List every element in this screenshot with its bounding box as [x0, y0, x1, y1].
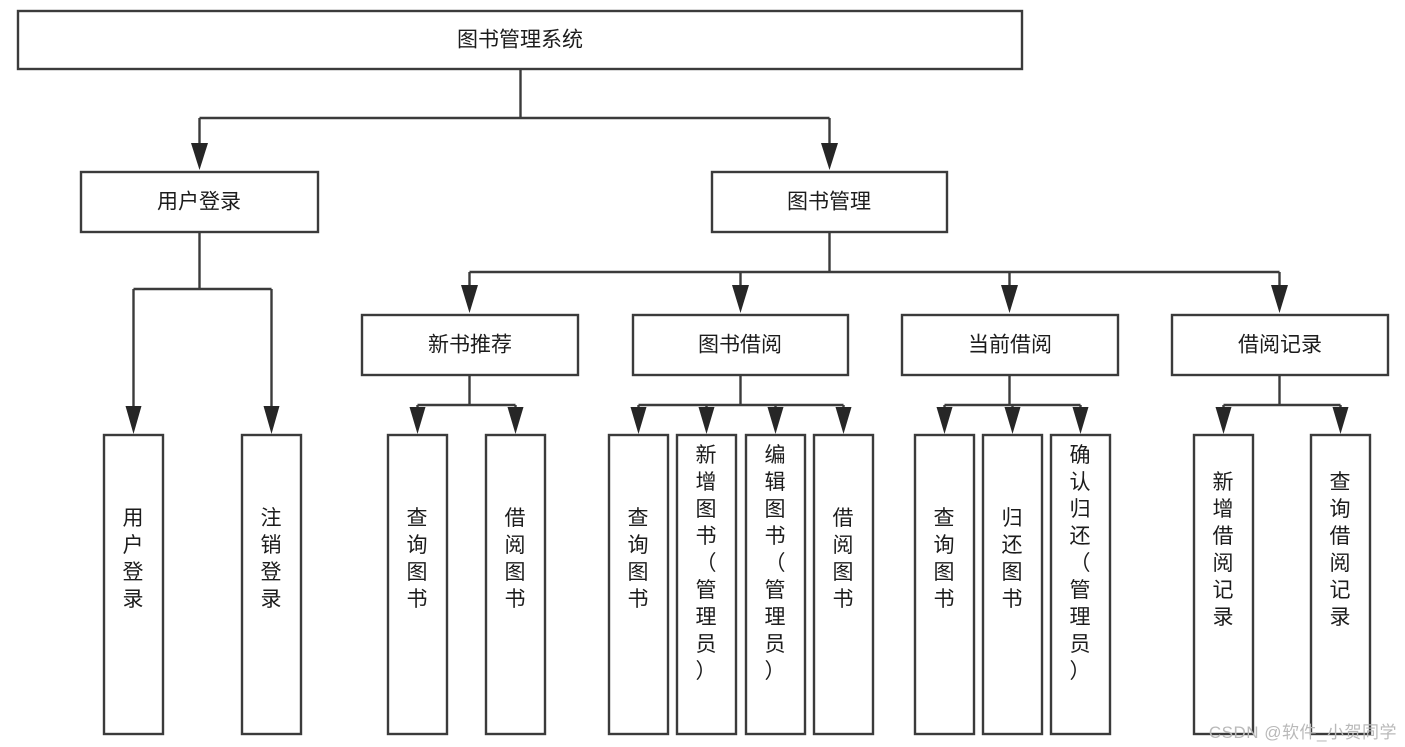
arrow-head-leaf-borrow-book-1 [507, 407, 524, 434]
node-leaf-borrow-book-2-box[interactable] [812, 433, 875, 736]
arrow-head-leaf-query-book-3 [936, 407, 953, 434]
arrow-head-leaf-user-login [125, 406, 142, 434]
node-borrow-record[interactable]: 借阅记录 [1170, 313, 1390, 377]
node-leaf-logout-login[interactable]: 注销登录 [240, 433, 303, 736]
node-leaf-query-record-box[interactable] [1309, 433, 1372, 736]
node-leaf-query-book-2[interactable]: 查询图书 [607, 433, 670, 736]
arrow-head-user-login [191, 143, 208, 170]
node-leaf-confirm-return-box[interactable] [1049, 433, 1112, 736]
node-leaf-add-book-box[interactable] [675, 433, 738, 736]
node-leaf-edit-book[interactable]: 编辑图书（管理员） [744, 433, 807, 736]
node-leaf-borrow-book-2-label: 借阅图书 [833, 507, 854, 611]
node-leaf-borrow-book-1-label: 借阅图书 [505, 507, 526, 611]
node-leaf-logout-login-box[interactable] [240, 433, 303, 736]
arrow-head-book-management [821, 143, 838, 170]
node-leaf-edit-book-box[interactable] [744, 433, 807, 736]
node-book-management-box[interactable] [710, 170, 949, 234]
node-leaf-borrow-book-1[interactable]: 借阅图书 [484, 433, 547, 736]
node-current-borrow-label: 当前借阅 [968, 334, 1052, 357]
node-leaf-user-login[interactable]: 用户登录 [102, 433, 165, 736]
node-user-login-box[interactable] [79, 170, 320, 234]
node-user-login[interactable]: 用户登录 [79, 170, 320, 234]
arrow-head-leaf-borrow-book-2 [835, 407, 852, 434]
arrow-head-borrow-record [1271, 285, 1288, 313]
node-leaf-logout-login-label: 注销登录 [261, 507, 282, 611]
node-root-label: 图书管理系统 [457, 29, 583, 52]
node-leaf-query-book-2-label: 查询图书 [628, 507, 649, 611]
arrow-head-leaf-query-record [1332, 407, 1349, 434]
node-new-book-recommend-label: 新书推荐 [428, 334, 512, 357]
node-book-management[interactable]: 图书管理 [710, 170, 949, 234]
node-user-login-label: 用户登录 [157, 191, 241, 214]
node-leaf-confirm-return[interactable]: 确认归还（管理员） [1049, 433, 1112, 736]
node-leaf-query-book-1-label: 查询图书 [407, 507, 428, 611]
node-leaf-user-login-label: 用户登录 [123, 507, 144, 611]
node-leaf-query-book-3[interactable]: 查询图书 [913, 433, 976, 736]
node-current-borrow[interactable]: 当前借阅 [900, 313, 1120, 377]
node-leaf-add-record-box[interactable] [1192, 433, 1255, 736]
node-current-borrow-box[interactable] [900, 313, 1120, 377]
node-borrow-record-label: 借阅记录 [1238, 334, 1322, 357]
node-leaf-user-login-box[interactable] [102, 433, 165, 736]
arrow-head-leaf-query-book-1 [409, 407, 426, 434]
node-root[interactable]: 图书管理系统 [16, 9, 1024, 71]
node-leaf-query-record-label: 查询借阅记录 [1330, 471, 1351, 629]
node-leaf-query-record[interactable]: 查询借阅记录 [1309, 433, 1372, 736]
node-leaf-add-book-label: 新增图书（管理员） [696, 444, 717, 683]
node-book-borrow-box[interactable] [631, 313, 850, 377]
node-leaf-query-book-3-box[interactable] [913, 433, 976, 736]
node-new-book-recommend[interactable]: 新书推荐 [360, 313, 580, 377]
node-root-box[interactable] [16, 9, 1024, 71]
node-book-borrow[interactable]: 图书借阅 [631, 313, 850, 377]
arrow-head-leaf-logout-login [263, 406, 280, 434]
node-leaf-query-book-1-box[interactable] [386, 433, 449, 736]
node-leaf-confirm-return-label: 确认归还（管理员） [1070, 444, 1091, 683]
node-new-book-recommend-box[interactable] [360, 313, 580, 377]
arrow-head-leaf-query-book-2 [630, 407, 647, 434]
node-book-borrow-label: 图书借阅 [698, 334, 782, 357]
node-leaf-add-record[interactable]: 新增借阅记录 [1192, 433, 1255, 736]
arrow-head-leaf-confirm-return [1072, 407, 1089, 434]
node-leaf-add-book[interactable]: 新增图书（管理员） [675, 433, 738, 736]
arrow-head-leaf-add-record [1215, 407, 1232, 434]
node-leaf-borrow-book-2[interactable]: 借阅图书 [812, 433, 875, 736]
node-leaf-borrow-book-1-box[interactable] [484, 433, 547, 736]
arrow-head-new-book-recommend [461, 285, 478, 313]
node-leaf-add-record-label: 新增借阅记录 [1213, 471, 1234, 629]
node-book-management-label: 图书管理 [787, 191, 871, 214]
node-borrow-record-box[interactable] [1170, 313, 1390, 377]
node-leaf-return-book-label: 归还图书 [1002, 507, 1023, 611]
connectors-layer [125, 69, 1349, 434]
node-leaf-edit-book-label: 编辑图书（管理员） [765, 444, 786, 683]
node-leaf-return-book-box[interactable] [981, 433, 1044, 736]
node-leaf-query-book-2-box[interactable] [607, 433, 670, 736]
node-leaf-query-book-3-label: 查询图书 [934, 507, 955, 611]
arrow-head-book-borrow [732, 285, 749, 313]
node-leaf-return-book[interactable]: 归还图书 [981, 433, 1044, 736]
arrow-head-leaf-add-book [698, 407, 715, 434]
node-leaf-query-book-1[interactable]: 查询图书 [386, 433, 449, 736]
arrow-head-leaf-edit-book [767, 407, 784, 434]
arrow-head-leaf-return-book [1004, 407, 1021, 434]
arrow-head-current-borrow [1001, 285, 1018, 313]
